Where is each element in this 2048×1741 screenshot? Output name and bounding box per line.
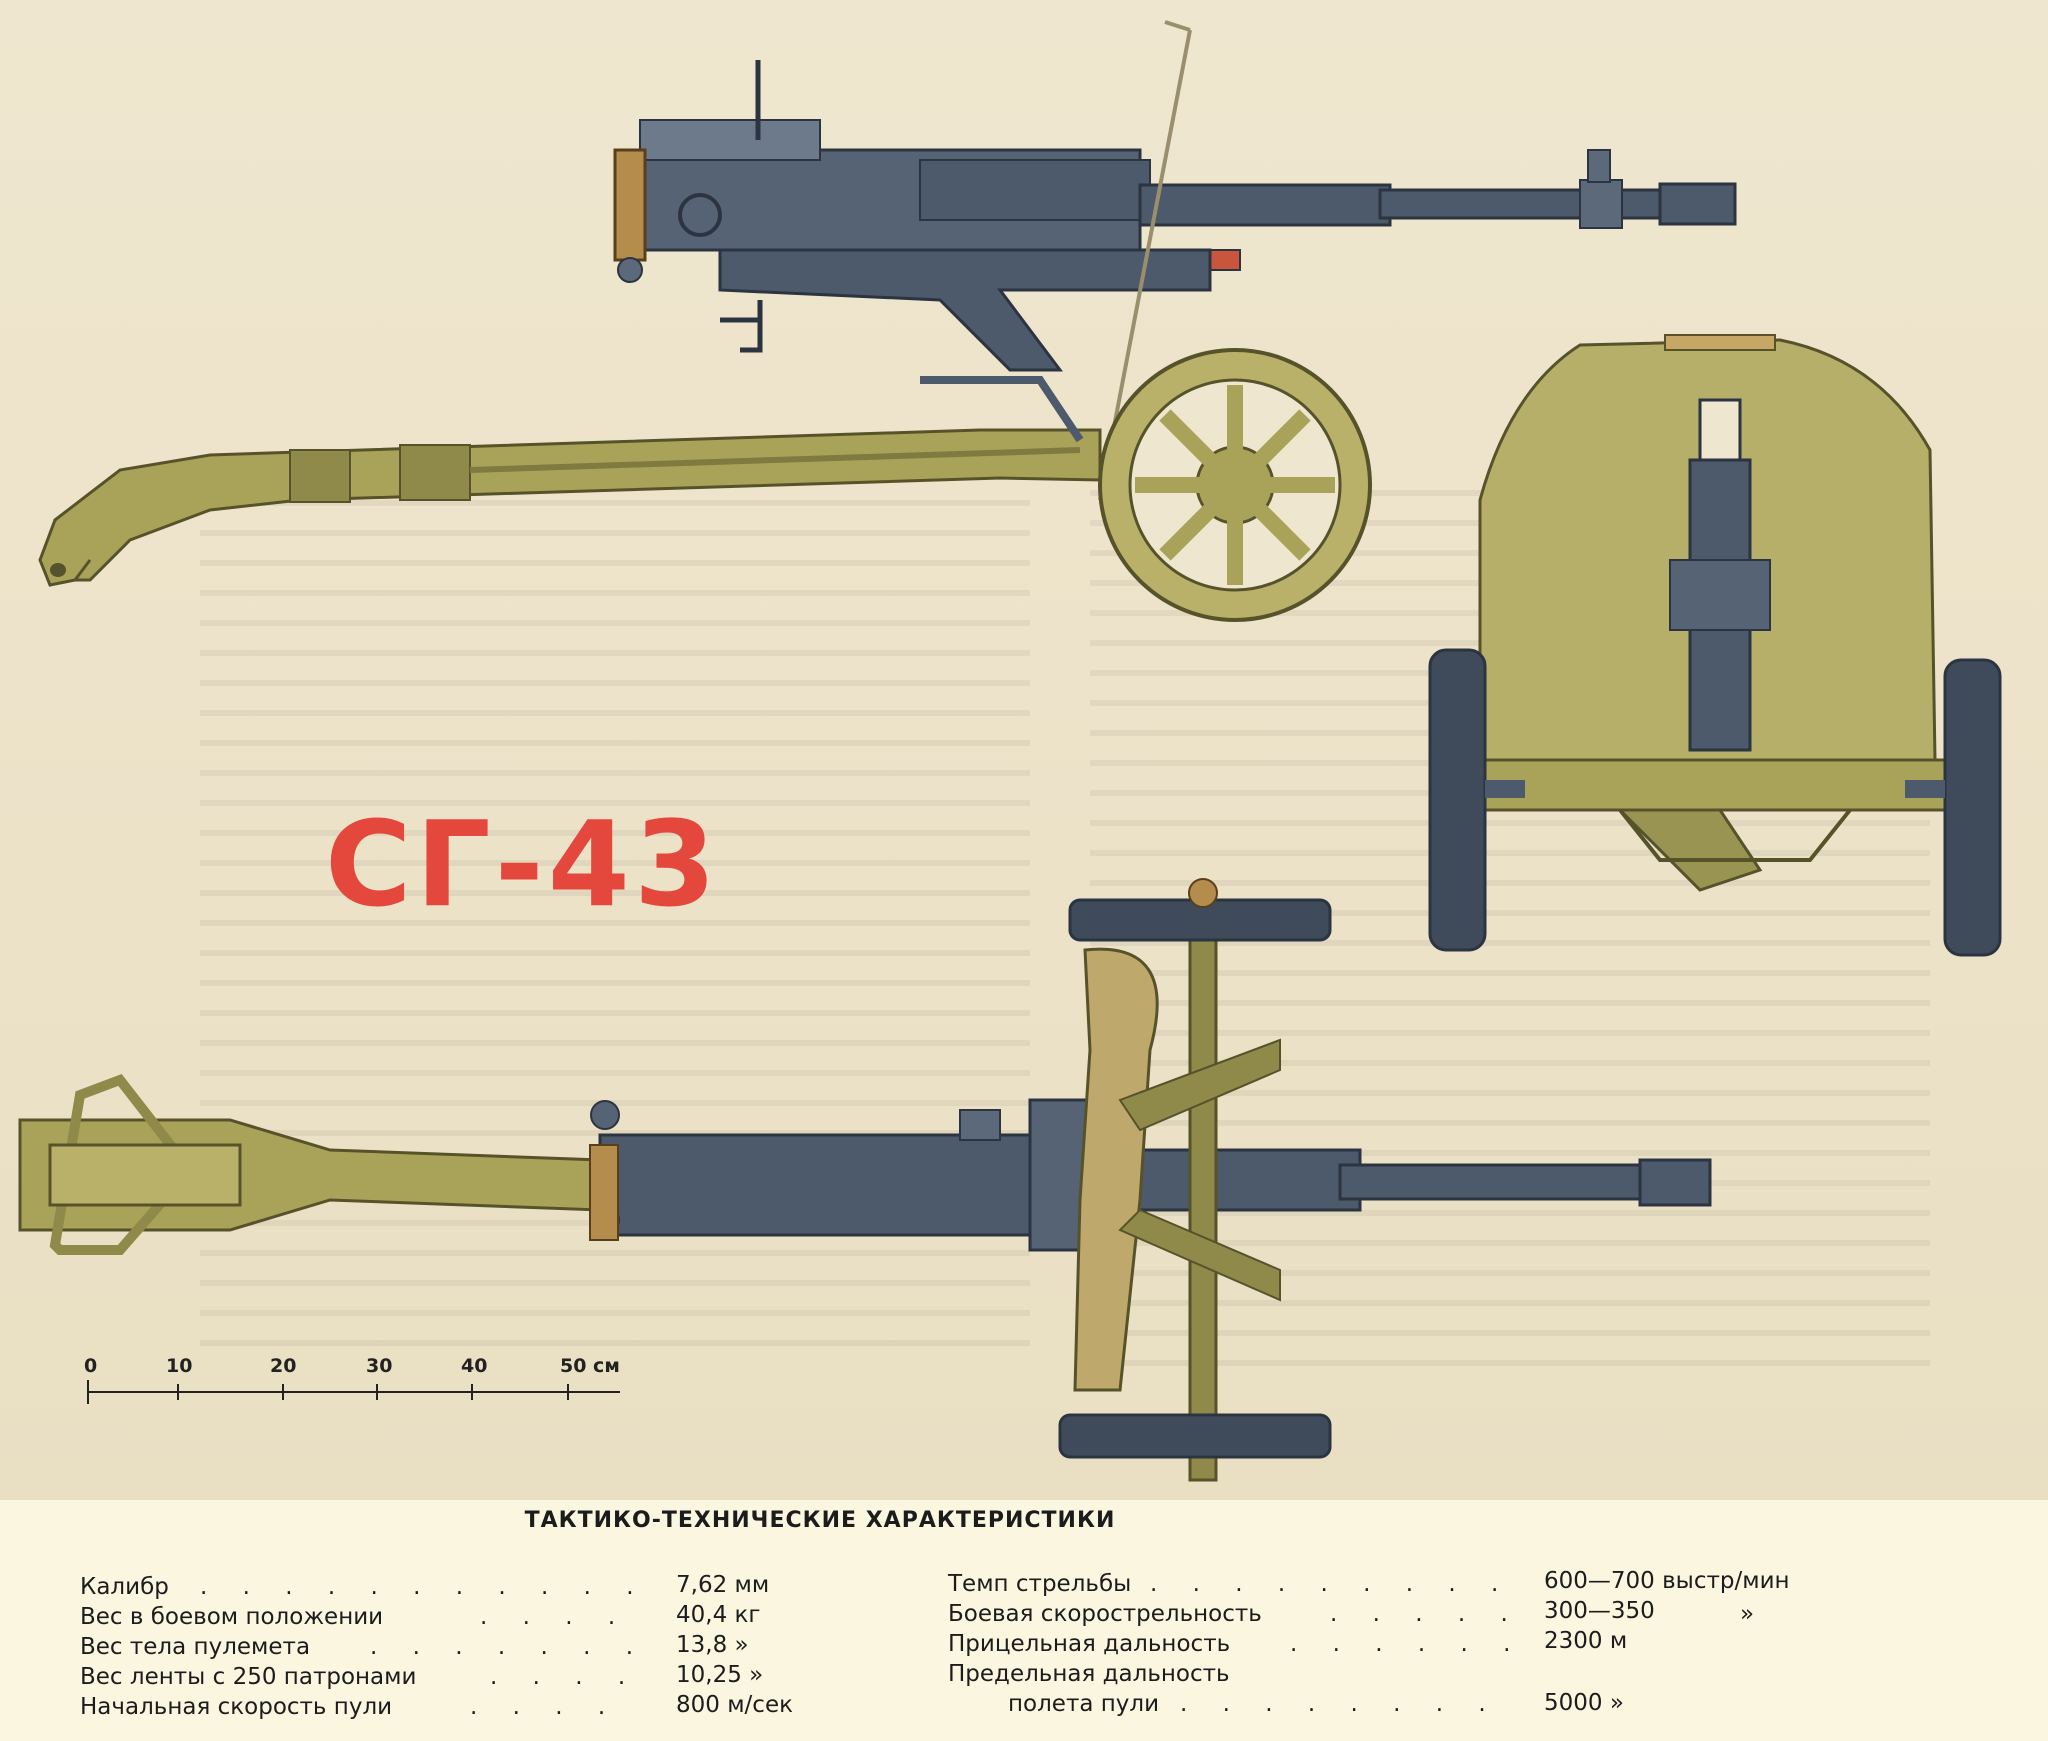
specs-heading: ТАКТИКО-ТЕХНИЧЕСКИЕ ХАРАКТЕРИСТИКИ [524,1508,1116,1533]
spec-value: 300—350 [1544,1598,1655,1624]
scale-tick-label: 40 [461,1355,488,1377]
top-view-drawing [18,878,1712,1482]
spec-value: 40,4 кг [676,1602,761,1628]
side-view-drawing [38,20,1737,622]
spec-label: Калибр [80,1574,169,1600]
spec-label: Боевая скорострельность [948,1601,1262,1627]
side-wheel [1098,348,1372,622]
spec-value: 10,25 » [676,1662,764,1688]
spec-label: Предельная дальность [948,1661,1230,1687]
specs-background [0,1500,2048,1741]
scale-tick-label: 20 [270,1355,297,1377]
leader-dots: . . . . . . [490,1666,640,1689]
spec-value: 2300 м [1544,1628,1628,1654]
spec-value: 5000 » [1544,1690,1624,1716]
scale-tick-label: 0 [84,1355,98,1377]
spec-value: 7,62 мм [676,1572,770,1598]
spec-label: Прицельная дальность [948,1631,1231,1657]
spec-label: Вес ленты с 250 патронами [80,1664,417,1690]
spec-value: 13,8 » [676,1632,749,1658]
leader-dots: . . . . . . . [470,1696,640,1719]
spec-label: Вес тела пулемета [80,1634,311,1660]
leader-dots: . . . . . . . . . . . [370,1636,640,1659]
spec-label: Темп стрельбы [948,1571,1132,1597]
scale-bar [87,1380,620,1404]
scale-tick-label: 10 [166,1355,193,1377]
leader-dots: . . . . . . . . . [1290,1633,1510,1656]
spec-label-continuation: полета пули [1008,1691,1160,1717]
leader-dots: . . . . . . . [480,1606,640,1629]
front-view-drawing [1428,334,2002,957]
scale-tick-label: 30 [366,1355,393,1377]
leader-dots: . . . . . . . . . . . . . . . . [200,1576,640,1599]
spec-value: 800 м/сек [676,1692,793,1718]
spec-label: Начальная скорость пули [80,1694,393,1720]
weapon-title: СГ-43 [325,795,720,933]
leader-dots: . . . . . . . . . . . . . [1180,1693,1510,1716]
spec-value: 600—700 выстр/мин [1544,1568,1790,1594]
scale-tick-label: 50 см [560,1355,620,1377]
leader-dots: . . . . . . . [1330,1603,1510,1626]
leader-dots: . . . . . . . . . . . . . . [1150,1573,1510,1596]
spec-label: Вес в боевом положении [80,1604,384,1630]
ditto-mark: » [1740,1601,1755,1627]
